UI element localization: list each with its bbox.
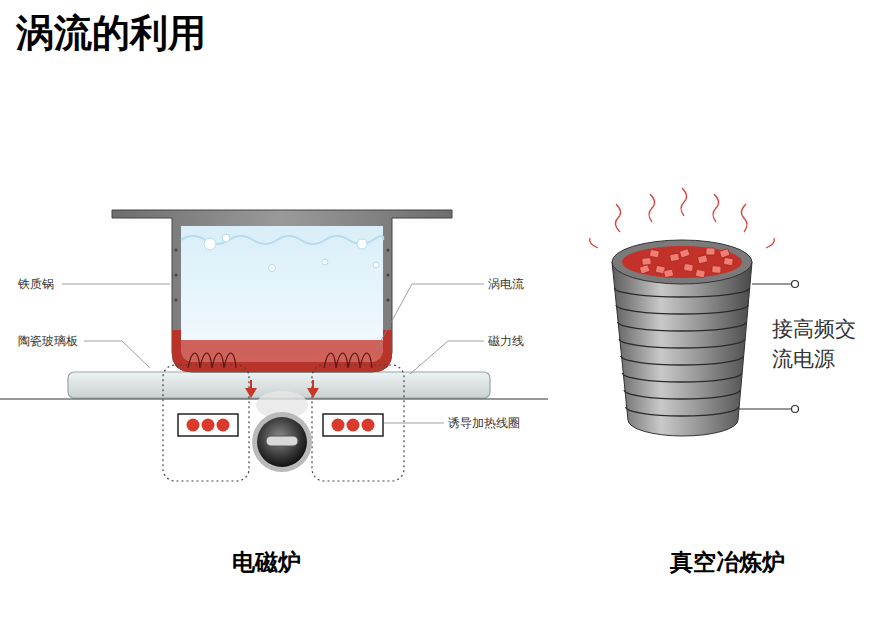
metal-chunk <box>719 248 730 258</box>
metal-chunk <box>679 248 690 258</box>
coil-winding <box>626 407 738 416</box>
metal-chunk <box>639 264 650 274</box>
metal-chunk <box>683 263 693 271</box>
coil-winding <box>618 322 747 331</box>
metal-chunk <box>663 269 673 278</box>
page-title: 涡流的利用 <box>16 8 206 59</box>
coil-winding <box>616 305 748 314</box>
coil-winding <box>621 356 743 365</box>
part-label: 涡电流 <box>486 276 526 293</box>
coil-winding <box>624 390 740 399</box>
caption: 真空冶炼炉 <box>670 547 785 578</box>
caption: 电磁炉 <box>232 547 301 578</box>
coil-winding <box>623 373 742 382</box>
metal-chunk <box>712 266 721 274</box>
part-label: 诱导加热线圈 <box>446 415 522 432</box>
power-label: 接高频交 流电源 <box>772 314 864 375</box>
coil-winding <box>619 339 744 348</box>
metal-chunk <box>670 253 680 261</box>
part-label: 铁质锅 <box>16 276 56 293</box>
metal-chunk <box>697 255 707 264</box>
metal-chunk <box>649 249 659 257</box>
part-label: 陶瓷玻璃板 <box>16 333 80 350</box>
metal-chunk <box>723 257 733 265</box>
metal-chunk <box>706 248 715 255</box>
coil-winding <box>614 288 749 297</box>
metal-chunk <box>642 257 652 265</box>
part-label: 磁力线 <box>486 333 526 350</box>
metal-chunk <box>695 269 705 278</box>
